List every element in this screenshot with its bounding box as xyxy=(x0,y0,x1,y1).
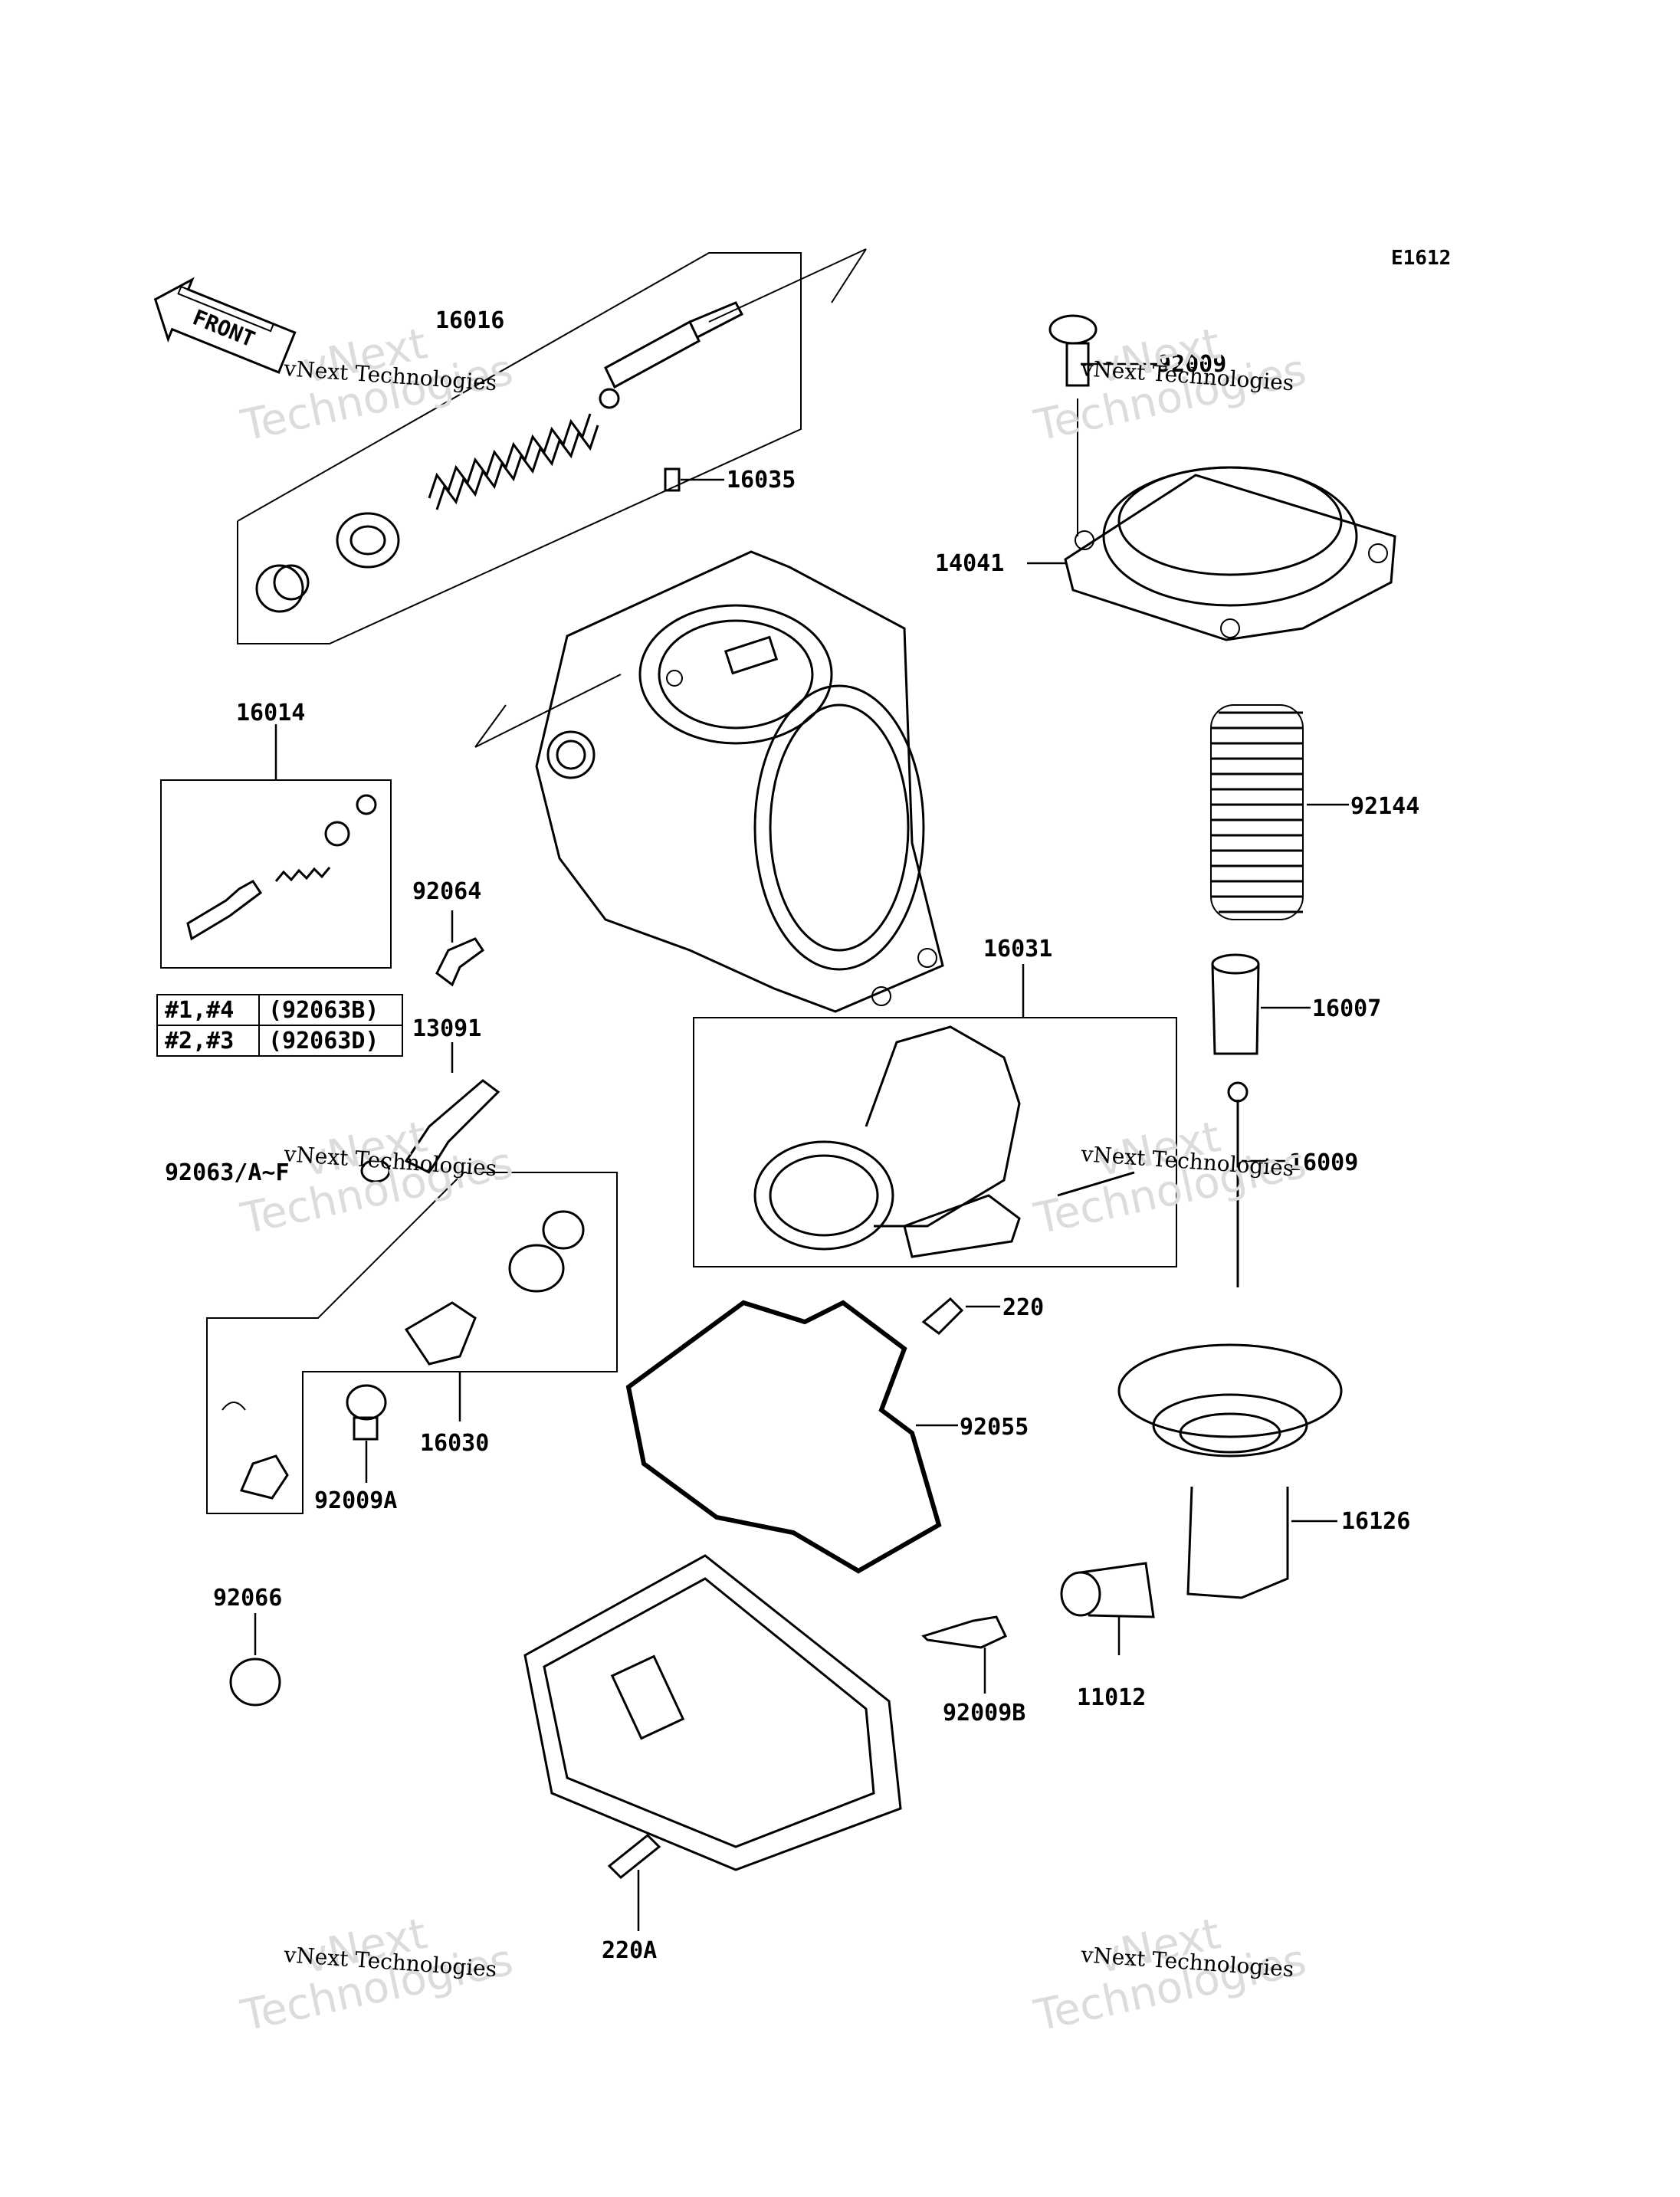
jet-table-row1-cylinders: #1,#4 xyxy=(165,997,234,1024)
label-92064: 92064 xyxy=(412,878,481,905)
label-220A: 220A xyxy=(602,1937,657,1964)
label-14041: 14041 xyxy=(935,550,1004,577)
carburetor-body xyxy=(474,550,944,1013)
label-92009: 92009 xyxy=(1157,351,1226,378)
part-92063-main-jet xyxy=(360,1159,391,1183)
watermark-mid-right: Technologies vNext vNext Technologies xyxy=(1029,1112,1310,1244)
watermark-bottom-left: Technologies vNext vNext Technologies xyxy=(236,1909,517,2041)
label-13091: 13091 xyxy=(412,1015,481,1042)
label-16035: 16035 xyxy=(727,467,796,494)
part-92009B-screw xyxy=(921,1615,1008,1694)
label-92009A: 92009A xyxy=(314,1487,397,1514)
part-13091 xyxy=(404,1042,500,1174)
diagram-code: E1612 xyxy=(1391,247,1451,270)
part-16014-group xyxy=(160,724,392,969)
watermark-top-left: Technologies vNext vNext Technologies xyxy=(236,319,517,451)
jet-table-row2-part: (92063D) xyxy=(268,1028,379,1054)
label-16030: 16030 xyxy=(420,1430,489,1457)
label-11012: 11012 xyxy=(1077,1684,1146,1711)
label-220: 220 xyxy=(1002,1294,1044,1321)
part-92009A xyxy=(346,1384,387,1483)
part-92009-screw xyxy=(1048,314,1157,536)
part-220-screw xyxy=(921,1297,1000,1335)
part-92055-gasket xyxy=(625,1300,958,1574)
part-16035 xyxy=(664,467,724,492)
jet-table-row2-cylinders: #2,#3 xyxy=(165,1028,234,1054)
label-92055: 92055 xyxy=(960,1414,1029,1441)
part-16009-needle xyxy=(1227,1081,1288,1287)
front-arrow-icon: FRONT xyxy=(153,277,297,374)
watermark-bottom-right: Technologies vNext vNext Technologies xyxy=(1029,1909,1310,2041)
part-16031-group xyxy=(693,964,1177,1267)
label-16126: 16126 xyxy=(1341,1508,1410,1535)
float-bowl xyxy=(523,1554,902,1931)
label-16031: 16031 xyxy=(983,936,1052,962)
part-16030-group xyxy=(206,1172,618,1514)
label-92066: 92066 xyxy=(213,1585,282,1612)
jet-table: #1,#4 (92063B) #2,#3 (92063D) xyxy=(156,994,403,1057)
label-92144: 92144 xyxy=(1350,793,1419,820)
label-92063: 92063/A~F xyxy=(165,1159,290,1186)
part-92064 xyxy=(435,910,485,987)
label-16009: 16009 xyxy=(1289,1149,1358,1176)
part-92066 xyxy=(229,1613,281,1707)
label-16007: 16007 xyxy=(1312,995,1381,1022)
part-92144-spring xyxy=(1210,704,1349,920)
label-16014: 16014 xyxy=(236,700,305,726)
watermark-mid-left: Technologies vNext vNext Technologies xyxy=(236,1112,517,1244)
part-11012 xyxy=(1060,1562,1155,1655)
jet-table-row1-part: (92063B) xyxy=(268,997,379,1024)
part-16126-diaphragm xyxy=(1117,1343,1343,1599)
label-16016: 16016 xyxy=(435,307,504,334)
label-92009B: 92009B xyxy=(943,1700,1025,1726)
choke-plunger-group xyxy=(237,248,867,644)
part-16007 xyxy=(1211,953,1311,1055)
part-14041-top-cover xyxy=(1027,466,1396,641)
